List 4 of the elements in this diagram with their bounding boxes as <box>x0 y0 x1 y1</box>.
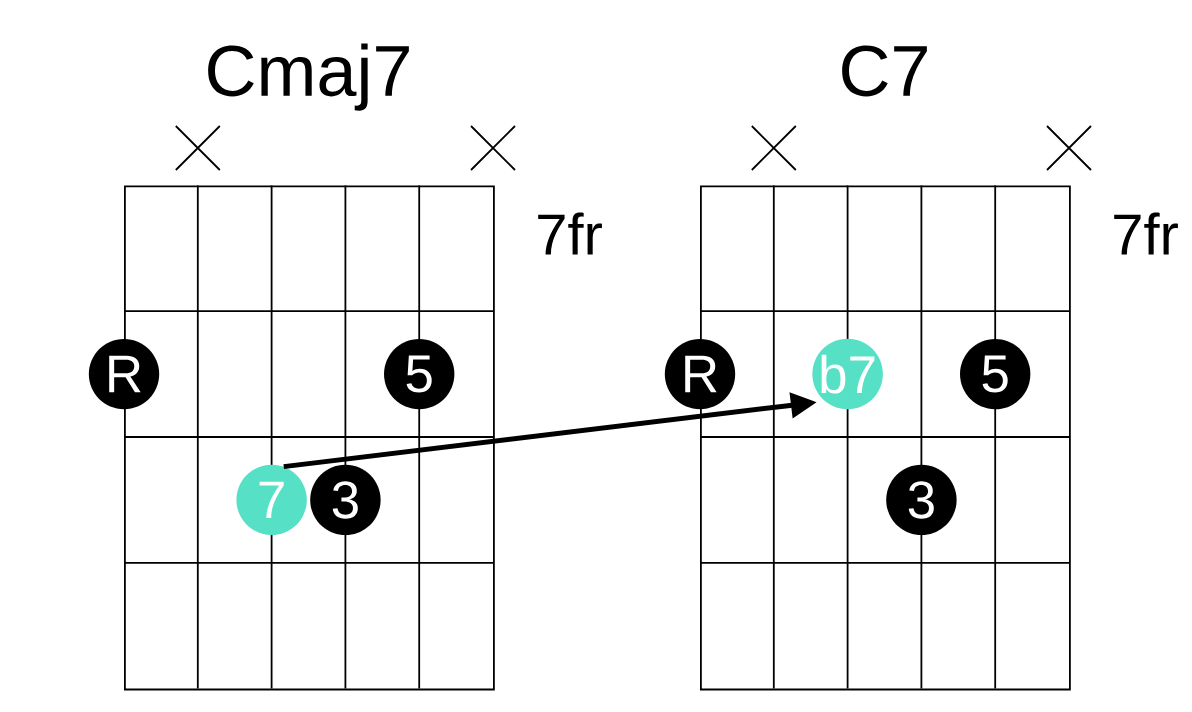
chord-name: Cmaj7 <box>208 43 409 111</box>
fret-number: 7fr <box>538 212 602 255</box>
fret-number: 7fr <box>1114 212 1178 255</box>
chord-name: C7 <box>842 45 927 97</box>
